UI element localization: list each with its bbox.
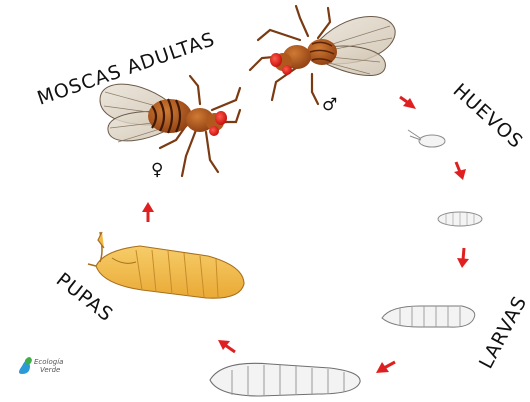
male-symbol: ♂: [322, 95, 337, 115]
egg-1: [408, 130, 445, 147]
logo-text-line1: Ecología: [34, 358, 63, 366]
male-fly: [250, 6, 395, 104]
female-fly: [100, 76, 240, 176]
arrow-egg1-to-egg2: [454, 162, 466, 180]
larva-large: [210, 363, 360, 396]
pupa: [88, 232, 244, 298]
egg-2: [438, 212, 482, 226]
label-eggs: HUEVOS: [449, 79, 528, 153]
arrow-larva-to-pupa: [218, 340, 235, 352]
female-symbol: ♀: [151, 160, 163, 180]
larva-small: [382, 306, 475, 327]
label-larvae: LARVAS: [475, 292, 530, 372]
arrow-egg2-to-larva: [457, 248, 469, 268]
arrow-larva-to-larva: [376, 362, 395, 373]
logo-text-line2: Verde: [40, 366, 60, 374]
arrow-pupa-to-female: [142, 202, 154, 222]
arrow-male-to-eggs: [400, 97, 416, 109]
ecologia-verde-logo: Ecología Verde: [19, 357, 63, 374]
